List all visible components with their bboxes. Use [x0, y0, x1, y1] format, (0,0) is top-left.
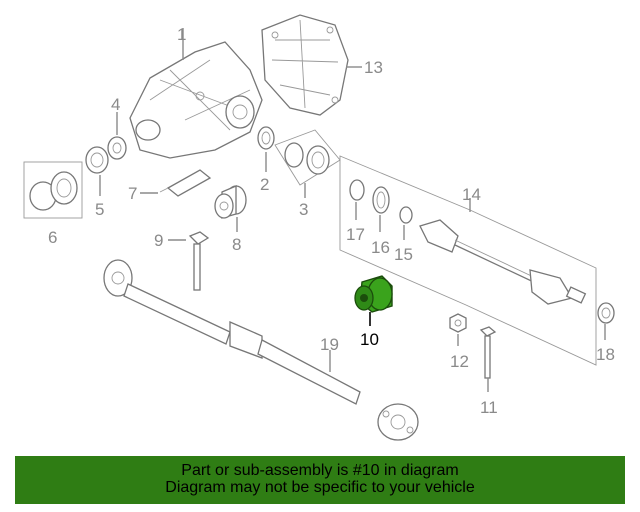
bolt-9 [188, 231, 210, 291]
sealant-tube [159, 169, 212, 197]
callout-6: 6 [48, 228, 57, 247]
callout-13: 13 [364, 58, 383, 77]
parts-diagram: 1 13 4 5 6 7 8 2 [23, 14, 615, 441]
info-banner: Part or sub-assembly is #10 in diagram D… [15, 456, 625, 504]
pinion-seal [107, 136, 127, 160]
callout-2: 2 [260, 175, 269, 194]
callout-5: 5 [95, 200, 104, 219]
ring-15 [399, 206, 413, 224]
callout-4: 4 [111, 95, 120, 114]
bolt-11 [479, 326, 497, 379]
callout-18: 18 [596, 345, 615, 364]
axle-shaft [419, 219, 587, 305]
callout-17: 17 [346, 225, 365, 244]
drive-shaft [103, 259, 419, 441]
callout-8: 8 [232, 235, 241, 254]
callout-19: 19 [320, 335, 339, 354]
nut-12 [449, 313, 467, 333]
callout-11: 11 [480, 398, 498, 417]
callout-15: 15 [394, 245, 413, 264]
highlighted-bushing-10[interactable] [354, 275, 393, 313]
mount-bushing [214, 185, 247, 219]
callout-3: 3 [299, 200, 308, 219]
banner-line-2: Diagram may not be specific to your vehi… [165, 479, 475, 496]
axle-nut [597, 302, 615, 324]
flange-seal [85, 146, 109, 174]
callout-1: 1 [177, 25, 186, 44]
callout-10: 10 [360, 330, 379, 349]
callout-7: 7 [128, 184, 137, 203]
ring-17 [349, 179, 365, 201]
callout-16: 16 [371, 238, 390, 257]
callout-9: 9 [154, 231, 163, 250]
bearing-box [23, 161, 83, 219]
differential-housing [129, 41, 263, 159]
ring-16 [372, 186, 390, 214]
callout-12: 12 [450, 352, 469, 371]
output-seal [257, 126, 275, 150]
differential-cover [261, 14, 349, 116]
banner-line-1: Part or sub-assembly is #10 in diagram [181, 462, 459, 479]
callout-14: 14 [462, 185, 481, 204]
